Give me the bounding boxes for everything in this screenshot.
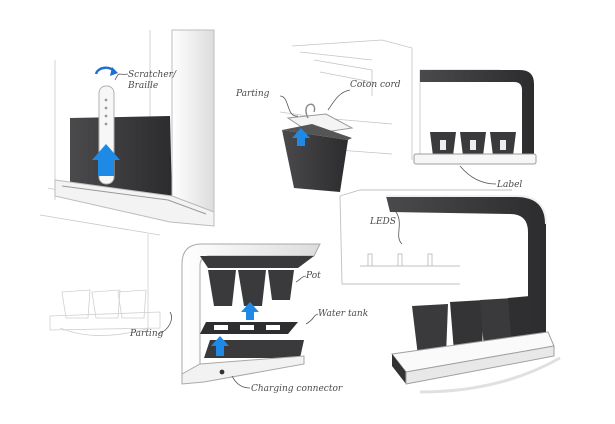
annotation-charging-connector: Charging connector xyxy=(251,384,343,394)
faint-pots-sketch xyxy=(49,234,161,336)
light-arch xyxy=(420,70,534,156)
up-arrow-icon xyxy=(241,302,259,320)
base-tray xyxy=(54,179,215,227)
frame-panel xyxy=(171,29,215,213)
annotation-water-tank: Water tank xyxy=(318,309,369,319)
annotation-leds: LEDS xyxy=(370,217,396,227)
annotation-braille: Braille xyxy=(128,81,159,91)
tray xyxy=(413,153,537,165)
exploded-view-sketch xyxy=(157,243,321,389)
closeup-sketch xyxy=(39,29,215,236)
up-arrow-icon xyxy=(211,336,229,356)
annotation-parting-bottom: Parting xyxy=(130,329,164,339)
charging-port xyxy=(219,369,225,375)
annotation-parting-top: Parting xyxy=(236,89,270,99)
small-unit-sketch xyxy=(413,69,537,185)
annotation-coton-cord: Coton cord xyxy=(350,80,401,90)
led-sketch xyxy=(339,189,512,285)
annotation-pot: Pot xyxy=(306,271,321,281)
annotation-scratcher: Scratcher/ xyxy=(128,70,176,80)
annotation-label: Label xyxy=(497,180,523,190)
pot-body xyxy=(282,130,348,192)
pot-tank-sketch xyxy=(279,39,413,192)
pot-wall xyxy=(70,116,172,198)
up-arrow-icon xyxy=(92,144,120,176)
up-arrow-icon xyxy=(292,128,310,146)
base xyxy=(181,355,305,385)
water-tank xyxy=(204,340,304,358)
main-product-render xyxy=(386,195,561,394)
